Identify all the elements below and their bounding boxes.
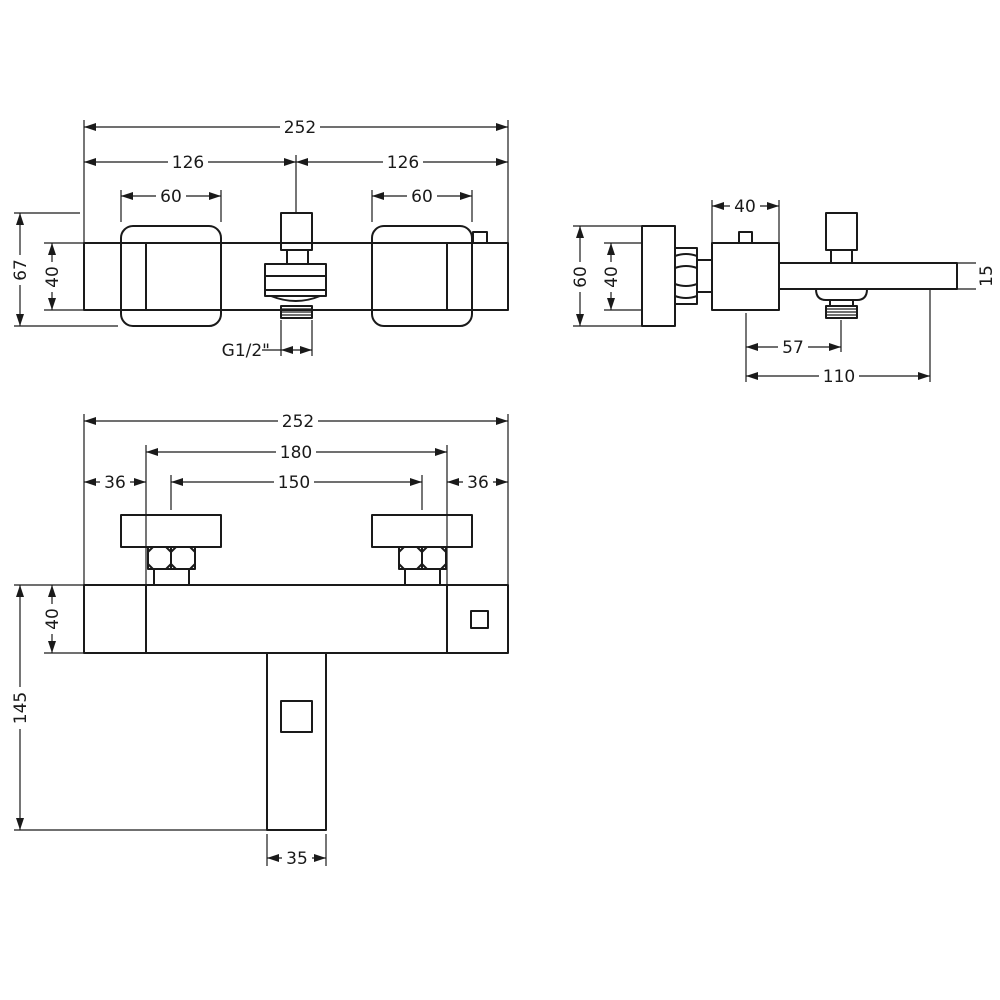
front-knob (472, 231, 488, 244)
front-handle-right-label: 60 (411, 187, 433, 207)
front-body (83, 242, 509, 311)
front-handle-left-label: 60 (160, 187, 182, 207)
top-handle-left (120, 514, 222, 548)
front-overall-width-label: 252 (284, 118, 316, 138)
front-body-height-label: 40 (43, 266, 63, 288)
top-fitting-right (398, 546, 447, 586)
top-body (83, 584, 509, 654)
top-end-right-label: 36 (467, 473, 489, 493)
side-body-height-label: 40 (602, 266, 622, 288)
side-wall-plate (641, 225, 676, 327)
side-outlet-head (825, 212, 858, 251)
top-overall-width-label: 252 (282, 412, 314, 432)
top-body-depth-label: 40 (43, 608, 63, 630)
top-inlet-centres-label: 150 (278, 473, 310, 493)
front-outlet-nut (264, 263, 327, 297)
top-button (470, 610, 489, 629)
side-top-width-label: 40 (734, 197, 756, 217)
front-height-label: 67 (11, 259, 31, 281)
side-knob (738, 231, 753, 244)
side-view: 40 60 40 15 57 110 (569, 195, 998, 387)
front-outlet-head (280, 212, 313, 251)
top-eccentric-span-label: 180 (280, 443, 312, 463)
side-outlet-offset-label: 57 (782, 338, 804, 358)
top-handle-right (371, 514, 473, 548)
top-fitting-left (147, 546, 196, 586)
front-thread-label: G1/2" (222, 341, 270, 361)
front-view: 252 126 126 60 60 67 40 G1/2" (9, 116, 509, 361)
top-spout-width-label: 35 (286, 849, 308, 869)
front-half-left-label: 126 (172, 153, 204, 173)
side-nut (674, 247, 698, 305)
top-total-depth-label: 145 (11, 692, 31, 724)
top-end-left-label: 36 (104, 473, 126, 493)
side-spout-length-label: 110 (823, 367, 855, 387)
front-half-right-label: 126 (387, 153, 419, 173)
side-height-label: 60 (571, 266, 591, 288)
top-view: 252 180 150 36 36 40 145 35 (9, 410, 509, 869)
front-handle-right (371, 225, 473, 327)
side-spout-thickness-label: 15 (977, 265, 997, 287)
front-handle-left (120, 225, 222, 327)
top-outlet (280, 700, 313, 733)
side-body (711, 242, 780, 311)
top-spout (266, 652, 327, 831)
side-spout (778, 262, 958, 290)
